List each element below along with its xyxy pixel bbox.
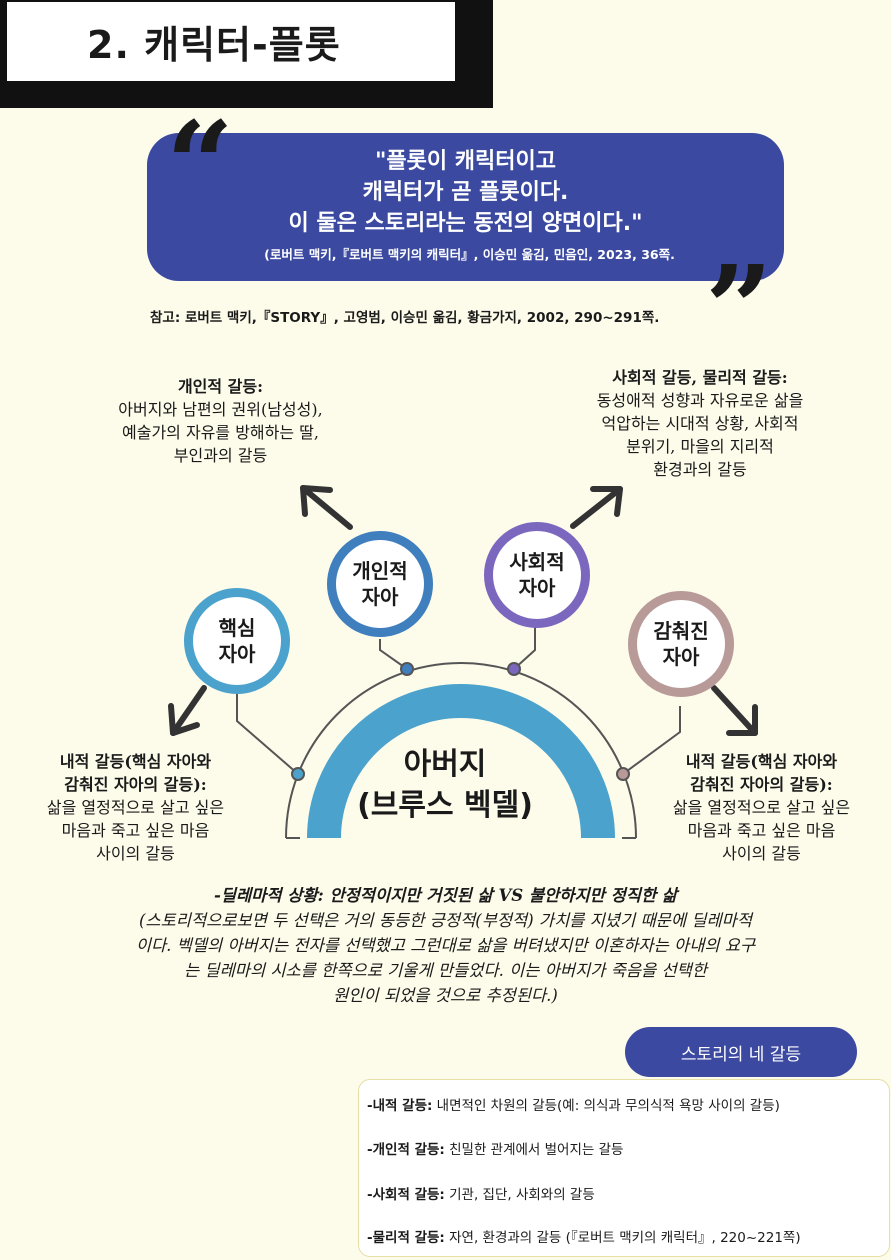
annotation-line: 삶을 열정적으로 살고 싶은 bbox=[46, 798, 225, 817]
annotation-line: 삶을 열정적으로 살고 싶은 bbox=[672, 798, 851, 817]
annotation-line: 환경과의 갈등 bbox=[653, 460, 747, 479]
list-item-label: -내적 갈등: bbox=[367, 1098, 433, 1114]
center-father-label: 아버지 (브루스 벡델) bbox=[300, 744, 590, 826]
node-label: 사회적 bbox=[509, 550, 565, 574]
reference-note: 참고: 로버트 맥키,『STORY』, 고영범, 이승민 옮김, 황금가지, 2… bbox=[150, 310, 660, 326]
center-subname: (브루스 벡델) bbox=[357, 788, 533, 823]
annotation-line: 동성애적 성향과 자유로운 삶을 bbox=[596, 391, 804, 410]
list-item-label: -물리적 갈등: bbox=[367, 1230, 445, 1246]
annotation-line: 분위기, 마을의 지리적 bbox=[626, 437, 774, 456]
annotation-heading: 사회적 갈등, 물리적 갈등: bbox=[612, 368, 788, 387]
connector-social bbox=[513, 620, 536, 670]
dilemma-line: 원인이 되었을 것으로 추정된다.) bbox=[333, 986, 558, 1005]
annotation-inner-conflict-left: 내적 갈등(핵심 자아와 감춰진 자아의 갈등): 삶을 열정적으로 살고 싶은… bbox=[8, 750, 263, 865]
node-label: 개인적 bbox=[352, 559, 408, 583]
list-item-personal: -개인적 갈등: 친밀한 관계에서 벌어지는 갈등 bbox=[367, 1138, 623, 1158]
annotation-heading: 내적 갈등(핵심 자아와 bbox=[685, 752, 838, 771]
four-conflicts-list: -내적 갈등: 내면적인 차원의 갈등(예: 의식과 무의식적 욕망 사이의 갈… bbox=[358, 1079, 890, 1257]
node-label: 감춰진 bbox=[653, 619, 709, 643]
annotation-line: 사이의 갈등 bbox=[722, 844, 801, 863]
open-quote-icon: “ bbox=[166, 95, 234, 234]
arrow-social bbox=[570, 486, 623, 529]
annotation-line: 마음과 죽고 싶은 마음 bbox=[687, 821, 836, 840]
dot-hidden bbox=[616, 767, 630, 781]
dilemma-line: (스토리적으로보면 두 선택은 거의 동등한 긍정적(부정적) 가치를 지녔기 … bbox=[139, 911, 752, 930]
annotation-line: 사이의 갈등 bbox=[96, 844, 175, 863]
connector-core bbox=[236, 694, 299, 775]
annotation-personal-conflict: 개인적 갈등: 아버지와 남편의 권위(남성성), 예술가의 자유를 방해하는 … bbox=[63, 375, 378, 467]
outer-arc bbox=[285, 662, 637, 839]
arrow-personal bbox=[300, 485, 353, 530]
list-item-label: -사회적 갈등: bbox=[367, 1187, 445, 1203]
arrow-core bbox=[168, 685, 207, 736]
dilemma-heading: -딜레마적 상황: 안정적이지만 거짓된 삶 VS 불안하지만 정직한 삶 bbox=[213, 886, 678, 905]
list-item-text: 친밀한 관계에서 벌어지는 갈등 bbox=[444, 1142, 624, 1158]
close-quote-icon: ” bbox=[705, 239, 773, 378]
node-label: 핵심 bbox=[218, 616, 256, 640]
annotation-line: 억압하는 시대적 상황, 사회적 bbox=[601, 414, 799, 433]
annotation-line: 마음과 죽고 싶은 마음 bbox=[61, 821, 210, 840]
node-label: 자아 bbox=[662, 645, 700, 669]
dot-personal bbox=[400, 662, 414, 676]
dilemma-line: 는 딜레마의 시소를 한쪽으로 기울게 만들었다. 이는 아버지가 죽음을 선택… bbox=[183, 961, 708, 980]
list-item-text: 내면적인 차원의 갈등(예: 의식과 무의식적 욕망 사이의 갈등) bbox=[432, 1098, 780, 1114]
four-conflicts-title: 스토리의 네 갈등 bbox=[625, 1027, 857, 1077]
quote-line: 이 둘은 스토리라는 동전의 양면이다." bbox=[288, 211, 643, 236]
node-label: 자아 bbox=[361, 585, 399, 609]
annotation-line: 부인과의 갈등 bbox=[173, 446, 268, 465]
connector-hidden bbox=[622, 706, 681, 775]
connector-personal bbox=[379, 639, 408, 670]
annotation-line: 아버지와 남편의 권위(남성성), bbox=[118, 400, 323, 419]
annotation-heading: 감춰진 자아의 갈등): bbox=[64, 775, 207, 794]
arrow-hidden bbox=[711, 685, 758, 736]
list-item-physical: -물리적 갈등: 자연, 환경과의 갈등 (『로버트 맥키의 캐릭터』, 220… bbox=[367, 1226, 801, 1246]
list-item-label: -개인적 갈등: bbox=[367, 1142, 445, 1158]
list-item-text: 기관, 집단, 사회와의 갈등 bbox=[444, 1187, 595, 1203]
dilemma-line: 이다. 벡델의 아버지는 전자를 선택했고 그런대로 삶을 버텨냈지만 이혼하자… bbox=[135, 936, 756, 955]
annotation-inner-conflict-right: 내적 갈등(핵심 자아와 감춰진 자아의 갈등): 삶을 열정적으로 살고 싶은… bbox=[634, 750, 889, 865]
quote-line: 캐릭터가 곧 플롯이다. bbox=[362, 180, 569, 205]
center-name: 아버지 bbox=[403, 747, 487, 782]
annotation-heading: 개인적 갈등: bbox=[177, 377, 264, 396]
list-item-text: 자연, 환경과의 갈등 (『로버트 맥키의 캐릭터』, 220~221쪽) bbox=[444, 1230, 801, 1246]
page-title: 2. 캐릭터-플롯 bbox=[5, 0, 457, 83]
dot-core bbox=[291, 767, 305, 781]
dot-social bbox=[507, 662, 521, 676]
blue-arc bbox=[307, 684, 615, 839]
quote-line: "플롯이 캐릭터이고 bbox=[374, 149, 557, 174]
quote-box: "플롯이 캐릭터이고 캐릭터가 곧 플롯이다. 이 둘은 스토리라는 동전의 양… bbox=[147, 133, 784, 281]
list-item-inner: -내적 갈등: 내면적인 차원의 갈등(예: 의식과 무의식적 욕망 사이의 갈… bbox=[367, 1094, 780, 1114]
quote-source: (로버트 맥키,『로버트 맥키의 캐릭터』, 이승민 옮김, 민음인, 2023… bbox=[264, 247, 675, 262]
node-label: 자아 bbox=[518, 576, 556, 600]
list-item-social: -사회적 갈등: 기관, 집단, 사회와의 갈등 bbox=[367, 1183, 595, 1203]
annotation-heading: 내적 갈등(핵심 자아와 bbox=[59, 752, 212, 771]
annotation-line: 예술가의 자유를 방해하는 딸, bbox=[122, 423, 319, 442]
node-label: 자아 bbox=[218, 642, 256, 666]
annotation-heading: 감춰진 자아의 갈등): bbox=[690, 775, 833, 794]
annotation-social-conflict: 사회적 갈등, 물리적 갈등: 동성애적 성향과 자유로운 삶을 억압하는 시대… bbox=[545, 366, 855, 481]
dilemma-paragraph: -딜레마적 상황: 안정적이지만 거짓된 삶 VS 불안하지만 정직한 삶 (스… bbox=[20, 883, 871, 1008]
